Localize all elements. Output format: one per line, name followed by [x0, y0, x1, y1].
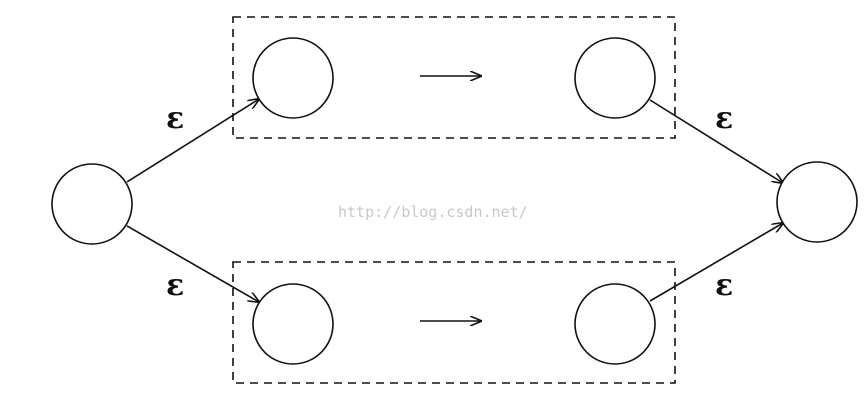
bottom-inner-start-state: [252, 283, 334, 365]
top-sub-automaton-box: [232, 16, 676, 139]
bottom-sub-automaton-box: [232, 261, 676, 384]
bottom-inner-end-state: [574, 283, 656, 365]
epsilon-label-top-left: ε: [166, 101, 184, 136]
edge-top-inner-to-final: [649, 99, 783, 183]
start-state: [51, 163, 133, 245]
final-state: [776, 161, 858, 243]
edge-bottom-inner-to-final: [649, 223, 783, 302]
watermark-text: http://blog.csdn.net/: [338, 203, 528, 221]
epsilon-label-top-right: ε: [715, 101, 733, 136]
edge-start-to-top-inner: [126, 99, 259, 183]
top-inner-start-state: [252, 37, 334, 119]
edge-start-to-bottom-inner: [126, 225, 259, 302]
top-inner-end-state: [574, 37, 656, 119]
epsilon-label-bottom-right: ε: [715, 268, 733, 303]
epsilon-label-bottom-left: ε: [166, 268, 184, 303]
